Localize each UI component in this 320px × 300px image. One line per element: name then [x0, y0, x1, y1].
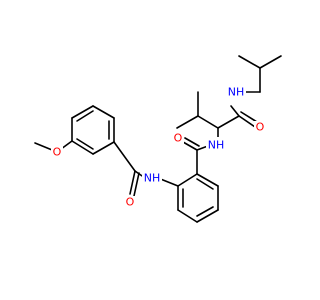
bond-ring1-f — [71, 140, 94, 155]
bond-cbeta-me2 — [176, 115, 199, 129]
bond-c3-n3 — [230, 105, 240, 117]
bond-ring2-inner3 — [196, 178, 214, 190]
bond-ring1-b — [71, 105, 94, 119]
atom-nh-amide2: NH — [206, 137, 226, 152]
bond-ring1-inner3 — [76, 138, 94, 150]
bond-ring2-b — [177, 209, 198, 223]
atom-nh-amide2-label: NH — [208, 139, 225, 152]
bond-ch-me2 — [259, 55, 282, 69]
bond-c2-o-double — [184, 137, 200, 147]
atom-o-amide2-label: O — [174, 132, 183, 145]
atom-o-amide3-label: O — [256, 121, 265, 134]
atom-o-amide3: O — [254, 121, 266, 134]
bond-ring2-f — [177, 173, 198, 187]
atom-o-methoxy: O — [51, 146, 63, 159]
atom-o-amide2: O — [172, 132, 184, 145]
molecule-structure: O O NH O NH O NH — [34, 55, 282, 223]
bond-calpha-cbeta — [197, 115, 219, 129]
bond-ring2-e — [196, 173, 219, 187]
bond-ring1-c — [92, 105, 115, 119]
bond-c3-o-double — [240, 111, 258, 123]
atom-nh-amide1-label: NH — [144, 172, 161, 185]
atom-nh-amide1: NH — [142, 170, 162, 185]
bond-c1-o — [129, 170, 136, 195]
bond-calpha-c3 — [217, 115, 240, 129]
atom-nh-amide3: NH — [226, 85, 246, 99]
bond-ring2-c — [196, 209, 219, 223]
bond-ring2-inner2 — [196, 206, 214, 217]
bond-ring1-c1 — [113, 141, 136, 172]
bond-c3-o — [238, 115, 256, 128]
bond-ring1-inner1 — [76, 110, 94, 122]
bond-c1-o-double — [133, 172, 140, 197]
atom-nh-amide3-label: NH — [228, 86, 245, 99]
bond-c2-o — [182, 141, 198, 151]
atom-o-methoxy-label: O — [53, 146, 62, 159]
bond-ch-me1 — [238, 55, 261, 69]
atom-o-amide1-label: O — [126, 196, 135, 209]
atom-o-amide1: O — [124, 196, 136, 209]
bond-ring1-e — [92, 141, 115, 155]
